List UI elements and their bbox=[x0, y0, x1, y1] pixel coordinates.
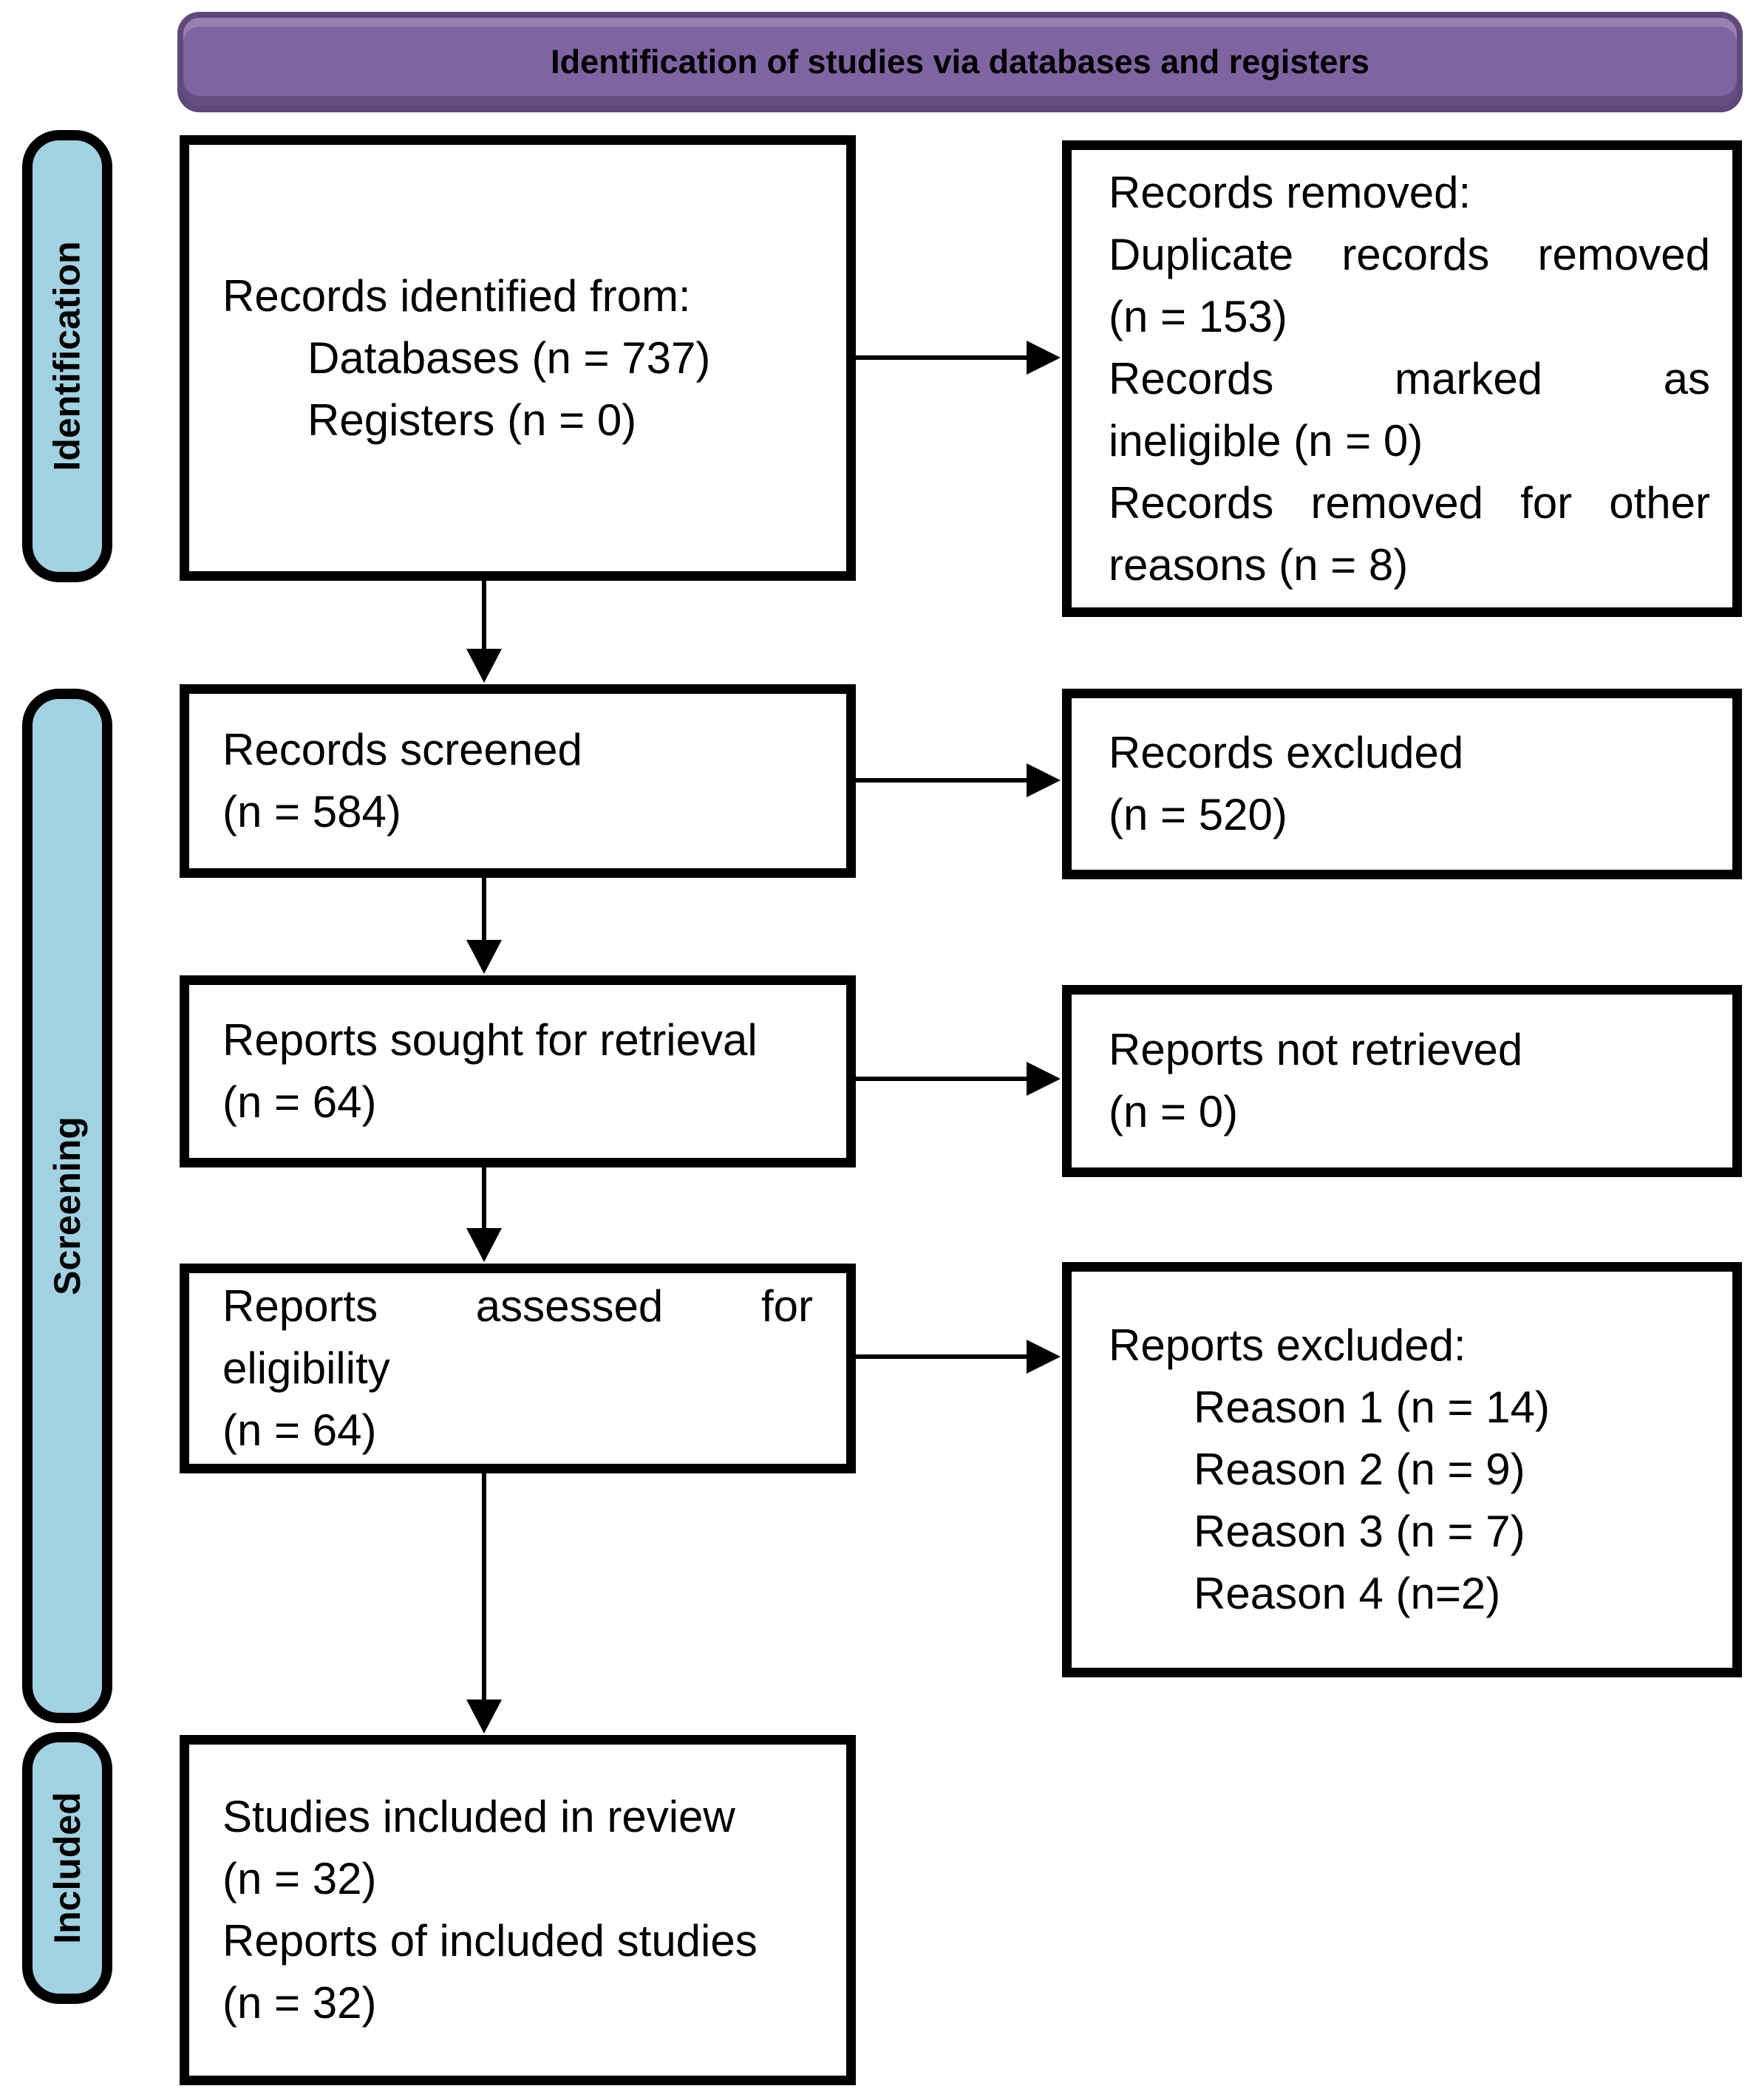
arrow-sought-to-not-retrieved-head bbox=[1027, 1062, 1061, 1096]
box-reports-not-retrieved: Reports not retrieved (n = 0) bbox=[1062, 985, 1742, 1177]
arrow-assessed-to-excluded-head bbox=[1027, 1340, 1061, 1374]
box-line: Records excluded bbox=[1109, 728, 1464, 777]
box-line: Reports assessed for bbox=[222, 1281, 813, 1331]
box-records-screened: Records screened (n = 584) bbox=[180, 684, 856, 878]
box-line: Reports sought for retrieval bbox=[222, 1015, 758, 1065]
box-line: ineligible (n = 0) bbox=[1109, 415, 1423, 466]
box-line: Records removed: bbox=[1109, 167, 1471, 217]
box-line: (n = 64) bbox=[222, 1077, 377, 1127]
arrow-identified-to-removed-head bbox=[1027, 341, 1061, 375]
box-line: Studies included in review bbox=[222, 1792, 735, 1841]
stage-label-screening-text: Screening bbox=[47, 1117, 88, 1295]
box-records-removed: Records removed: Duplicate records remov… bbox=[1062, 140, 1742, 617]
stage-label-included-text: Included bbox=[47, 1792, 89, 1944]
box-records-excluded: Records excluded (n = 520) bbox=[1062, 689, 1742, 879]
box-studies-included: Studies included in review (n = 32) Repo… bbox=[180, 1735, 856, 2085]
box-line: (n = 153) bbox=[1109, 291, 1287, 341]
box-line: Duplicate records removed bbox=[1109, 229, 1710, 279]
box-line: (n = 64) bbox=[222, 1405, 377, 1455]
box-line: Registers (n = 0) bbox=[307, 395, 637, 445]
arrow-assessed-to-included-head bbox=[466, 1700, 502, 1733]
box-records-identified: Records identified from: Databases (n = … bbox=[180, 135, 856, 581]
box-line: Records marked as bbox=[1109, 353, 1710, 403]
box-line: Reason 3 (n = 7) bbox=[1194, 1507, 1525, 1556]
box-line: (n = 32) bbox=[222, 1854, 377, 1903]
box-line: eligibility bbox=[222, 1343, 390, 1393]
box-reports-sought: Reports sought for retrieval (n = 64) bbox=[180, 975, 856, 1167]
arrow-identified-to-screened-line bbox=[482, 581, 486, 652]
stage-label-screening: Screening bbox=[22, 689, 112, 1723]
arrow-screened-to-sought-head bbox=[466, 940, 502, 974]
box-line: Reports not retrieved bbox=[1109, 1025, 1523, 1074]
stage-label-included: Included bbox=[22, 1732, 112, 2004]
arrow-sought-to-assessed-head bbox=[466, 1228, 502, 1262]
box-line: (n = 0) bbox=[1109, 1087, 1239, 1136]
box-line: Records removed for other bbox=[1109, 477, 1710, 528]
arrow-assessed-to-included-line bbox=[482, 1473, 486, 1702]
box-reports-assessed: Reports assessed for eligibility (n = 64… bbox=[180, 1264, 856, 1473]
stage-label-identification-text: Identification bbox=[47, 241, 89, 471]
box-line: Reports of included studies bbox=[222, 1916, 758, 1966]
box-line: (n = 584) bbox=[222, 787, 401, 836]
banner-title: Identification of studies via databases … bbox=[177, 12, 1743, 112]
box-line: Databases (n = 737) bbox=[307, 333, 711, 383]
box-line: Reason 1 (n = 14) bbox=[1194, 1383, 1550, 1432]
box-line: Records screened bbox=[222, 725, 582, 774]
box-line: (n = 32) bbox=[222, 1978, 377, 2028]
arrow-screened-to-sought-line bbox=[482, 878, 486, 944]
arrow-screened-to-excluded-line bbox=[856, 778, 1030, 783]
box-line: Reason 2 (n = 9) bbox=[1194, 1445, 1525, 1494]
box-line: Reason 4 (n=2) bbox=[1194, 1569, 1501, 1618]
box-line: Reports excluded: bbox=[1109, 1320, 1466, 1370]
banner-title-text: Identification of studies via databases … bbox=[551, 43, 1369, 81]
arrow-identified-to-screened-head bbox=[466, 649, 502, 683]
box-line: (n = 520) bbox=[1109, 790, 1287, 839]
box-line: Records identified from: bbox=[222, 270, 691, 321]
arrow-identified-to-removed-line bbox=[856, 355, 1030, 360]
arrow-assessed-to-excluded-line bbox=[856, 1354, 1030, 1359]
arrow-sought-to-not-retrieved-line bbox=[856, 1077, 1030, 1081]
arrow-screened-to-excluded-head bbox=[1027, 763, 1061, 797]
box-reports-excluded: Reports excluded: Reason 1 (n = 14) Reas… bbox=[1062, 1262, 1742, 1677]
arrow-sought-to-assessed-line bbox=[482, 1167, 486, 1231]
box-line: reasons (n = 8) bbox=[1109, 539, 1409, 590]
stage-label-identification: Identification bbox=[22, 130, 112, 582]
